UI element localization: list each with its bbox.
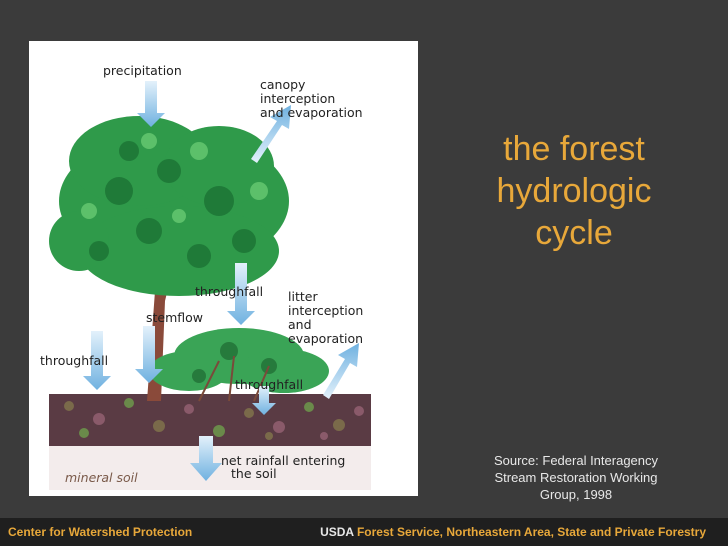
title-line-2: hydrologic [496,172,652,210]
label-litter-3: and [288,317,312,332]
canopy-shading [89,141,256,268]
source-line-2: Stream Restoration Working [494,470,658,485]
hydrologic-cycle-diagram: precipitation canopy interception and ev… [29,41,418,496]
source-line-1: Source: Federal Interagency [493,453,659,468]
label-stemflow: stemflow [146,310,203,325]
source-line-3: Group, 1998 [539,487,613,502]
precipitation-arrow [137,81,165,127]
label-precipitation: precipitation [103,63,182,78]
net-rainfall-arrow [190,436,222,481]
label-throughfall-top: throughfall [195,284,263,299]
canopy-highlights [81,133,268,223]
litter-texture [64,398,364,440]
footer-bar: Center for Watershed Protection USDA For… [0,518,728,546]
footer-organization: Center for Watershed Protection [8,525,193,539]
throughfall-arrow-top [227,263,255,325]
label-net-rainfall-2: the soil [231,466,277,481]
stemflow-arrow [135,326,163,383]
tree-trunk [147,211,185,401]
litter-evaporation-arrow [323,343,359,399]
source-citation: Source: Federal Interagency Stream Resto… [478,452,674,503]
title-line-1: the forest [503,130,645,168]
slide-title: the forest hydrologic cycle [466,128,682,254]
label-net-rainfall-1: net rainfall entering [221,453,345,468]
throughfall-arrow-bottom [252,386,276,415]
footer-agency-text: Forest Service, Northeastern Area, State… [353,525,706,539]
label-canopy-1: canopy [260,77,306,92]
footer-agency: USDA Forest Service, Northeastern Area, … [320,525,706,539]
diagram-illustration: precipitation canopy interception and ev… [40,63,371,490]
footer-usda: USDA [320,525,354,539]
label-litter-2: interception [288,303,363,318]
canopy-evaporation-arrow [251,105,291,163]
title-line-3: cycle [535,214,613,252]
label-throughfall-left: throughfall [40,353,108,368]
label-litter-4: evaporation [288,331,363,346]
throughfall-arrow-left [83,331,111,390]
label-throughfall-bottom: throughfall [235,377,303,392]
label-mineral-soil: mineral soil [65,470,138,485]
label-canopy-3: and evaporation [260,105,363,120]
label-canopy-2: interception [260,91,335,106]
shrub-stems [198,355,270,402]
label-litter-1: litter [288,289,318,304]
